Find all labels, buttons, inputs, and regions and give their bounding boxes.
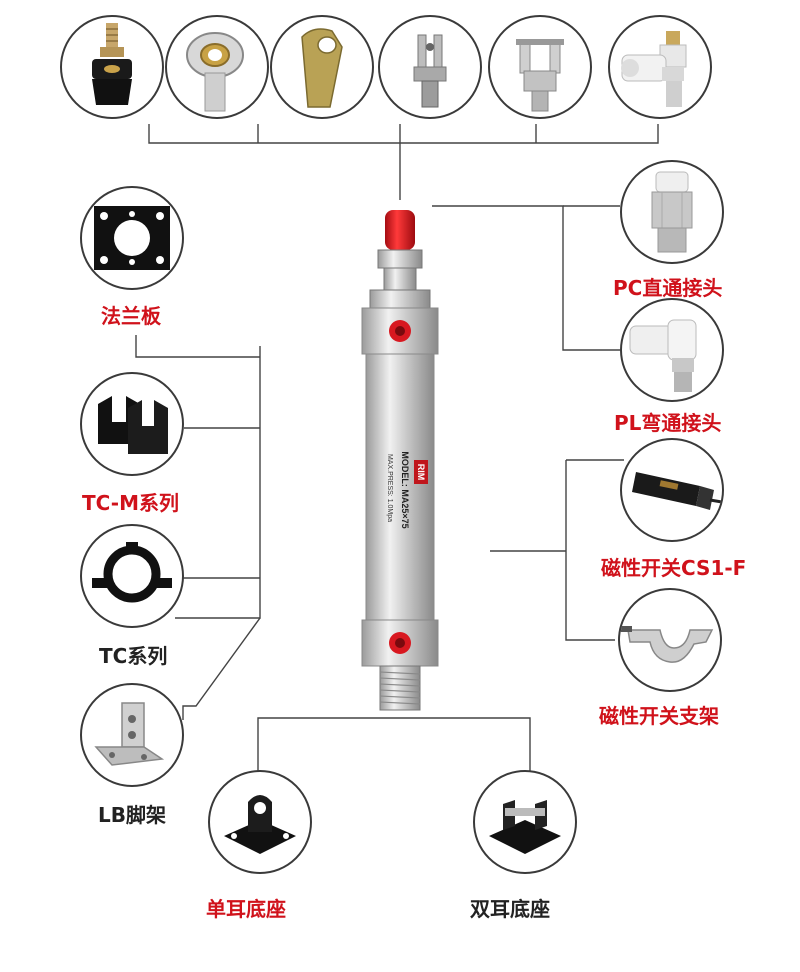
label-pl: PL弯通接头 xyxy=(614,411,722,435)
double-ear-base xyxy=(473,770,577,874)
label-tcm: TC-M系列 xyxy=(82,491,179,515)
rod-eye-single xyxy=(270,15,374,119)
magnetic-switch-cs1f xyxy=(620,438,724,542)
label-lb: LB脚架 xyxy=(98,803,166,827)
tc-series-clamp xyxy=(80,524,184,628)
single-ear-base xyxy=(208,770,312,874)
label-tc: TC系列 xyxy=(99,644,168,668)
label-cs1f: 磁性开关CS1-F xyxy=(601,556,747,580)
label-single-ear: 单耳底座 xyxy=(206,897,286,921)
flange-plate xyxy=(80,186,184,290)
label-flange: 法兰板 xyxy=(101,304,161,328)
cylinder-pressure: MAX.PRESS: 1.0Mpa xyxy=(386,454,393,522)
pc-straight-fitting xyxy=(620,160,724,264)
lb-foot-bracket xyxy=(80,683,184,787)
rod-end-floating-joint xyxy=(60,15,164,119)
cylinder-model: MODEL: MA25×75 xyxy=(400,451,410,528)
label-switch-bracket: 磁性开关支架 xyxy=(599,704,719,728)
rod-clevis-small xyxy=(378,15,482,119)
speed-control-fitting xyxy=(608,15,712,119)
rod-clevis-large xyxy=(488,15,592,119)
magnetic-switch-bracket xyxy=(618,588,722,692)
tc-m-series-bracket xyxy=(80,372,184,476)
label-double-ear: 双耳底座 xyxy=(470,897,550,921)
pneumatic-cylinder: RIM MODEL: MA25×75 MAX.PRESS: 1.0Mpa xyxy=(361,210,439,711)
label-pc: PC直通接头 xyxy=(613,276,723,300)
pl-elbow-fitting xyxy=(620,298,724,402)
rod-end-bearing xyxy=(165,15,269,119)
cylinder-brand: RIM xyxy=(416,464,426,481)
